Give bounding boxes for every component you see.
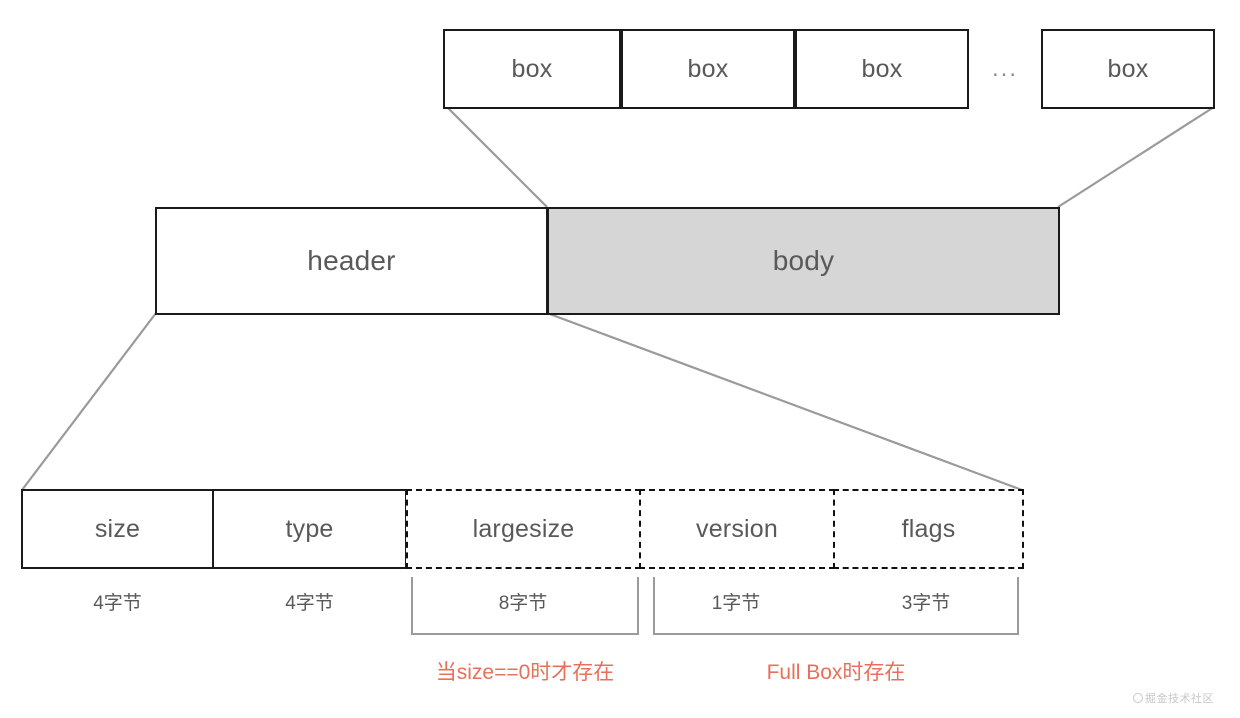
box-cell-3[interactable]: box <box>795 29 969 109</box>
field-size[interactable]: size <box>21 489 214 569</box>
watermark: 掘金技术社区 <box>1133 690 1214 706</box>
watermark-text: 掘金技术社区 <box>1145 693 1214 705</box>
field-flags[interactable]: flags <box>833 489 1024 569</box>
box-cell-2[interactable]: box <box>621 29 795 109</box>
watermark-mark-icon <box>1133 693 1143 703</box>
connector-header-to-fields-left <box>21 312 157 491</box>
bracket-largesize <box>411 577 639 635</box>
bytes-flags: 3字节 <box>901 592 951 614</box>
connector-firstbox-to-body <box>446 106 548 208</box>
header-block[interactable]: header <box>155 207 548 315</box>
box-cell-2-label: box <box>687 54 729 83</box>
bytes-largesize: 8字节 <box>498 592 548 614</box>
box-cell-3-label: box <box>861 54 903 83</box>
note-fullbox: Full Box时存在 <box>766 661 906 684</box>
bytes-type: 4字节 <box>285 592 334 614</box>
connector-lastbox-to-body <box>1057 106 1215 208</box>
box-cell-last-label: box <box>1107 54 1149 83</box>
box-cell-1-label: box <box>511 54 553 83</box>
field-version[interactable]: version <box>639 489 835 569</box>
field-type[interactable]: type <box>212 489 407 569</box>
body-block-label: body <box>772 245 835 276</box>
box-cell-1[interactable]: box <box>443 29 621 109</box>
note-largesize: 当size==0时才存在 <box>435 661 615 684</box>
field-largesize-label: largesize <box>472 514 575 543</box>
field-largesize[interactable]: largesize <box>406 489 641 569</box>
body-block[interactable]: body <box>547 207 1060 315</box>
bytes-version: 1字节 <box>711 592 761 614</box>
connector-header-to-fields-right <box>546 311 1023 492</box>
ellipsis-label: ... <box>991 55 1018 82</box>
box-cell-last[interactable]: box <box>1041 29 1215 109</box>
bytes-size: 4字节 <box>93 592 142 614</box>
header-block-label: header <box>307 245 396 276</box>
field-flags-label: flags <box>901 514 956 543</box>
field-version-label: version <box>696 514 778 543</box>
bracket-fullbox <box>653 577 1019 635</box>
field-size-label: size <box>94 514 141 543</box>
field-type-label: type <box>285 514 334 543</box>
